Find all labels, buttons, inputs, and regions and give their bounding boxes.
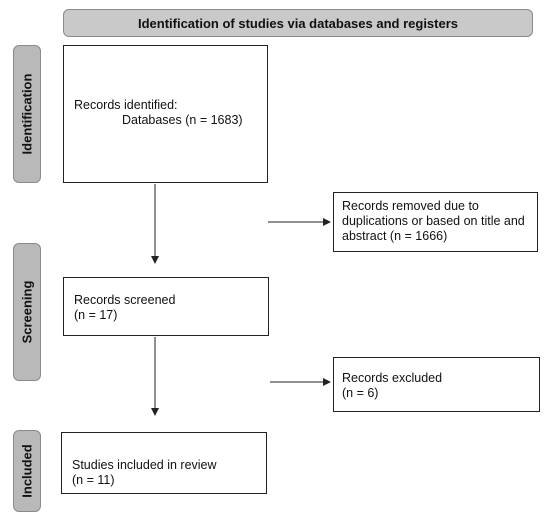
studies-included-box: Studies included in review (n = 11) bbox=[61, 432, 267, 494]
records-screened-count: (n = 17) bbox=[74, 308, 118, 322]
records-removed-line3: abstract (n = 1666) bbox=[342, 229, 448, 243]
records-removed-line1: Records removed due to bbox=[342, 199, 479, 213]
records-excluded-count: (n = 6) bbox=[342, 386, 379, 400]
phase-identification: Identification bbox=[13, 45, 41, 183]
records-identified-databases: Databases (n = 1683) bbox=[122, 113, 243, 127]
header-title: Identification of studies via databases … bbox=[137, 15, 459, 31]
records-identified-heading: Records identified: bbox=[74, 98, 178, 112]
records-identified-box: Records identified: Databases (n = 1683) bbox=[63, 45, 268, 183]
studies-included-label: Studies included in review bbox=[72, 458, 217, 472]
phase-screening: Screening bbox=[13, 243, 41, 381]
records-screened-label: Records screened bbox=[74, 293, 176, 307]
records-excluded-label: Records excluded bbox=[342, 371, 443, 385]
phase-included: Included bbox=[13, 430, 41, 512]
diagram-header: Identification of studies via databases … bbox=[63, 9, 533, 37]
records-removed-box: Records removed due to duplications or b… bbox=[333, 192, 538, 252]
records-screened-box: Records screened (n = 17) bbox=[63, 277, 269, 336]
studies-included-count: (n = 11) bbox=[72, 473, 115, 487]
records-removed-line2: duplications or based on title and bbox=[342, 214, 525, 228]
records-excluded-box: Records excluded (n = 6) bbox=[333, 357, 540, 412]
